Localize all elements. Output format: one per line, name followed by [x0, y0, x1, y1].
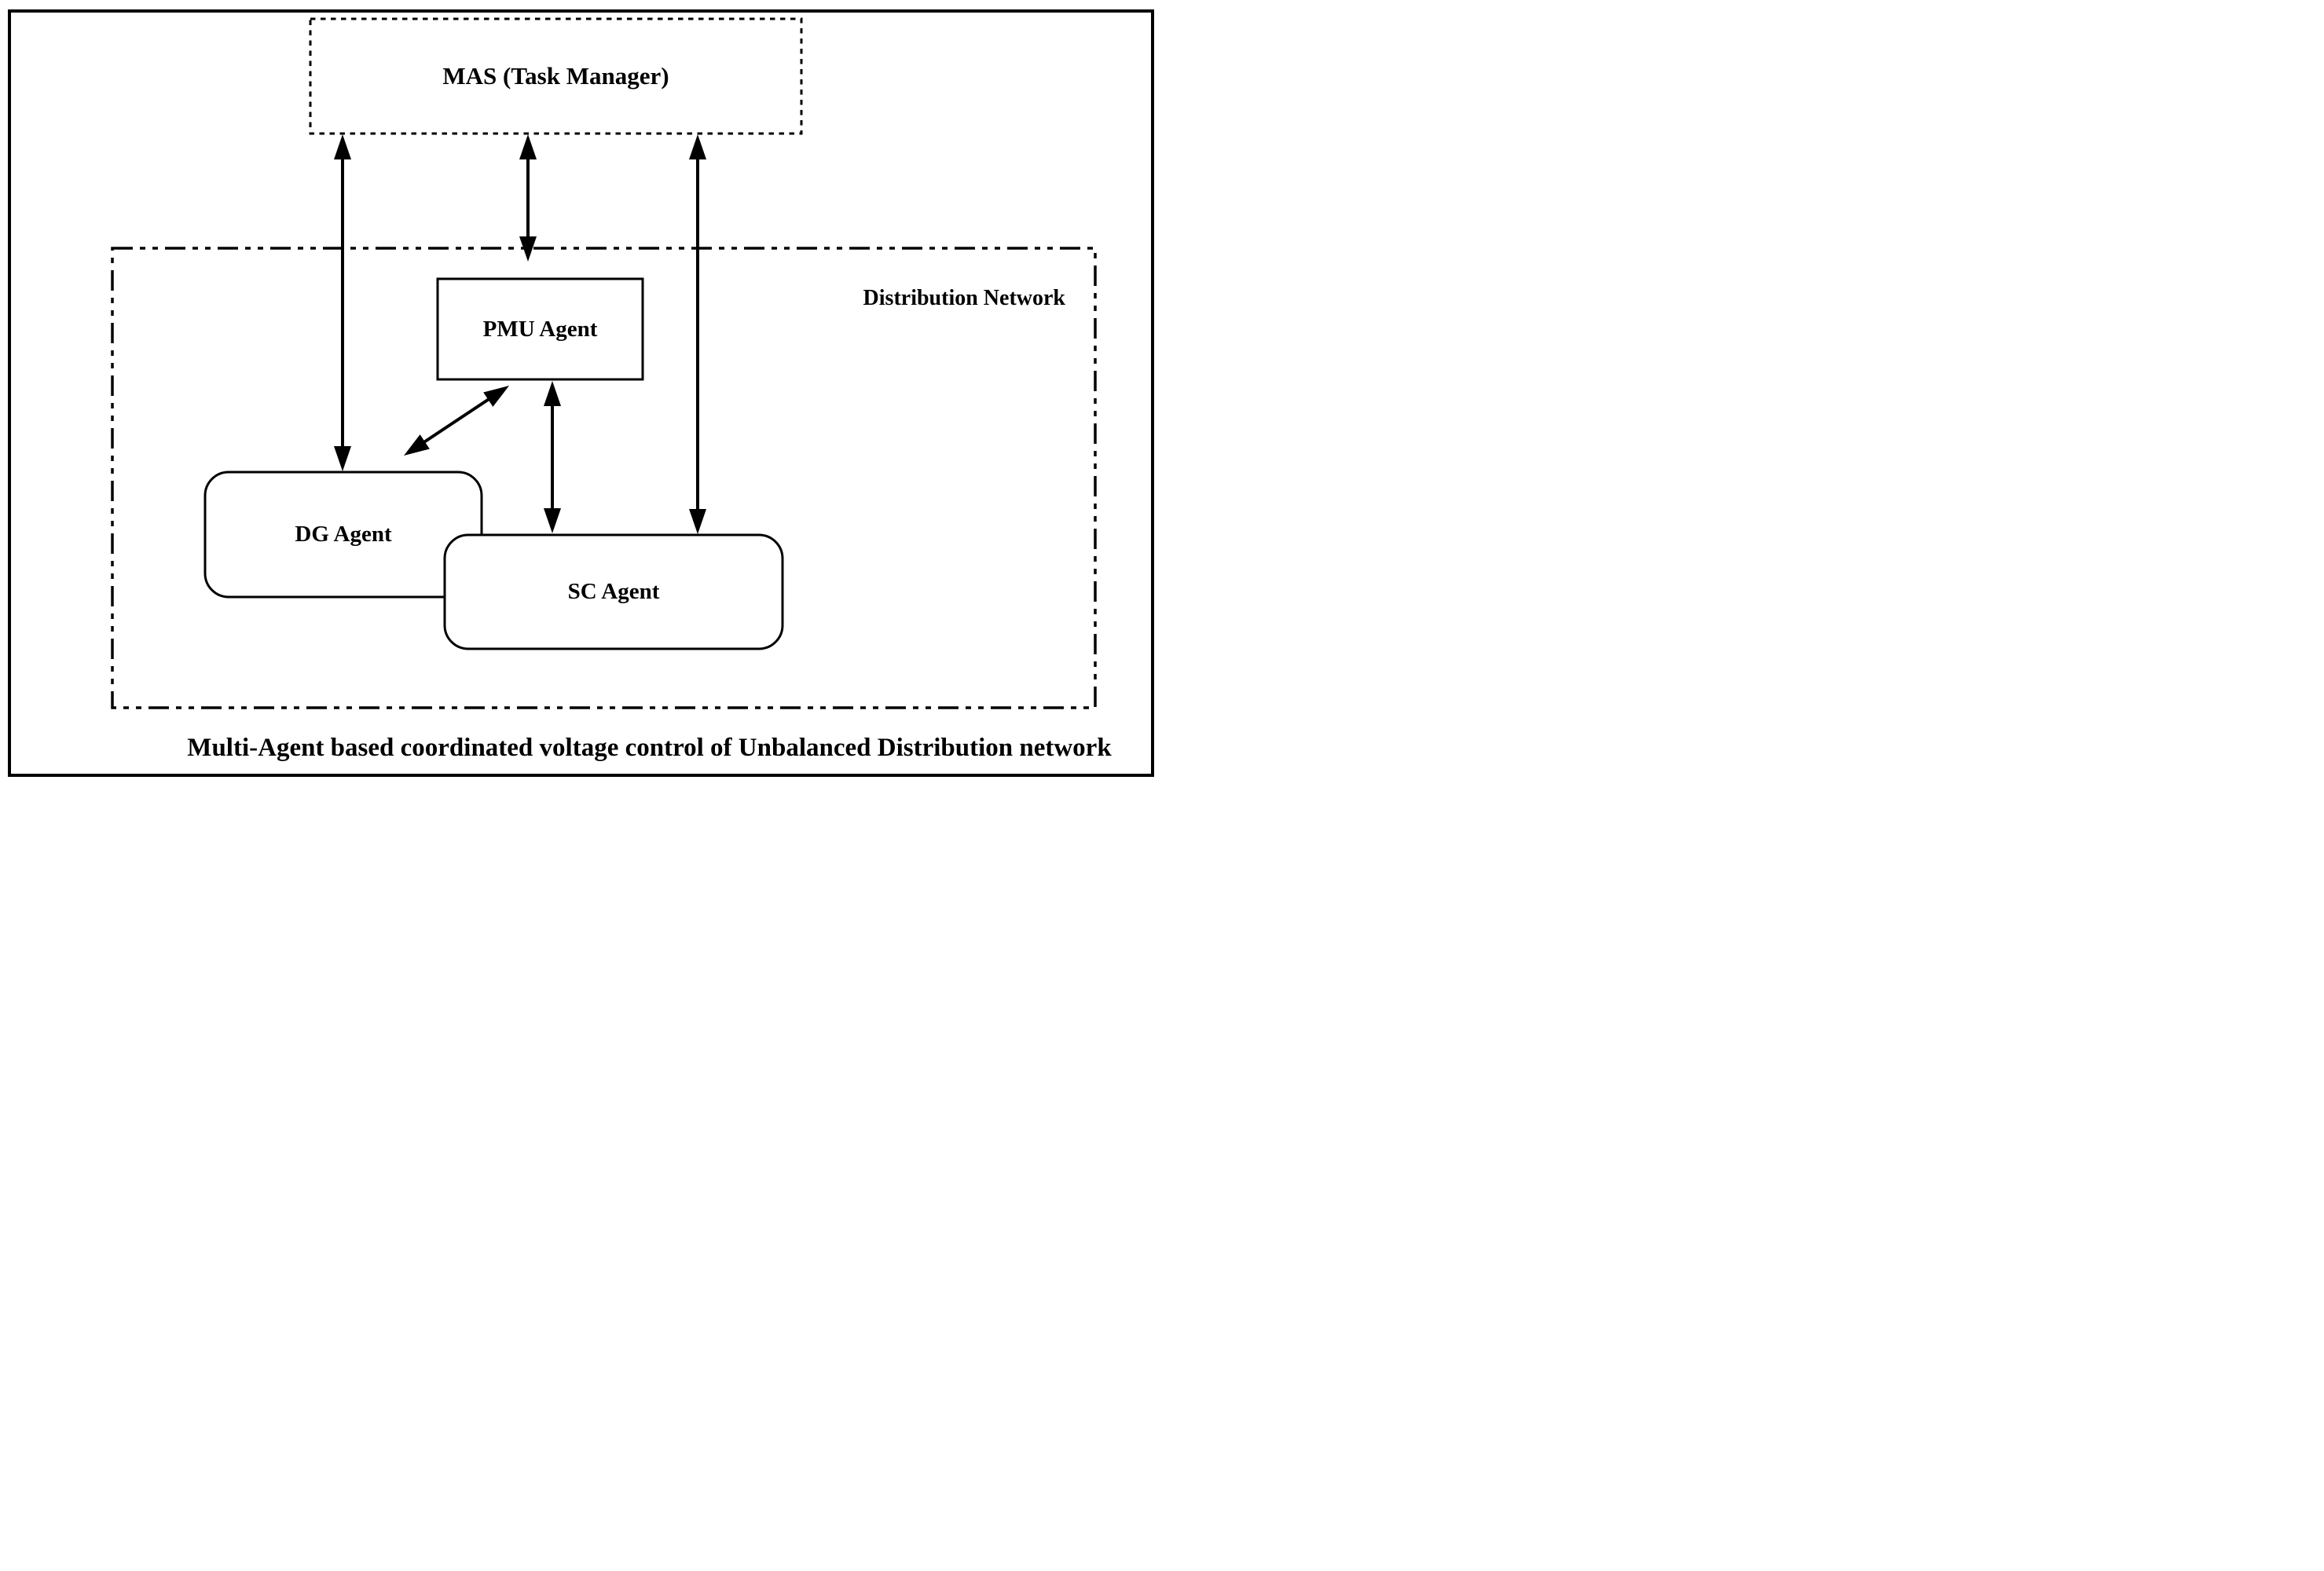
arrow-pmu-sc: [544, 381, 561, 533]
figure-caption: Multi-Agent based coordinated voltage co…: [187, 733, 1112, 762]
sc-agent-label: SC Agent: [567, 579, 660, 604]
pmu-agent-label: PMU Agent: [482, 316, 598, 342]
distribution-network-label: Distribution Network: [863, 286, 1065, 310]
arrow-mas-sc: [689, 134, 706, 534]
arrow-mas-dg: [334, 134, 351, 471]
arrow-mas-pmu: [519, 134, 537, 262]
arrow-pmu-dg: [404, 386, 509, 456]
diagram-canvas: MAS (Task Manager) Distribution Network …: [0, 0, 1162, 786]
mas-label: MAS (Task Manager): [442, 62, 669, 90]
dg-agent-label: DG Agent: [295, 522, 392, 547]
